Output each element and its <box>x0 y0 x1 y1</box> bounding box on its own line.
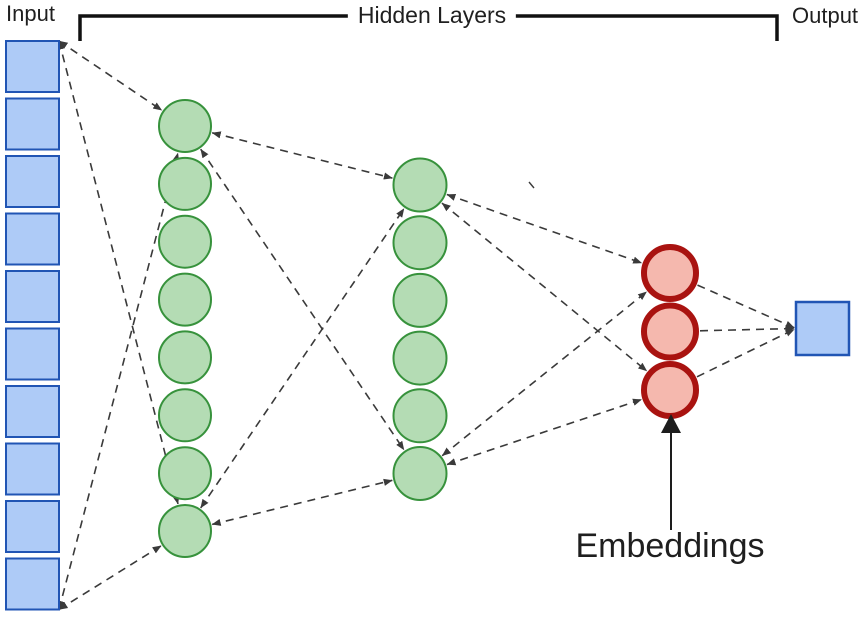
embeddings-label: Embeddings <box>575 527 765 565</box>
embedding-node <box>641 361 699 419</box>
connection-line <box>441 202 648 372</box>
hidden2-node <box>392 446 448 501</box>
connection-line <box>57 40 180 505</box>
input-node <box>5 212 60 266</box>
connection-line <box>200 148 405 451</box>
connection-line <box>699 325 795 333</box>
connection-line <box>211 131 393 180</box>
hidden1-node <box>158 388 212 443</box>
input-node <box>5 40 60 93</box>
hidden1-node <box>158 156 212 211</box>
hidden1-node <box>158 330 212 385</box>
output-node <box>794 300 851 357</box>
connection-line <box>57 152 180 610</box>
connection-line <box>446 193 643 264</box>
hidden2-node <box>392 272 448 328</box>
connection-line <box>446 398 642 466</box>
connection-line <box>211 478 393 526</box>
embedding-node <box>641 244 699 302</box>
input-node <box>5 327 60 381</box>
input-node <box>5 557 60 611</box>
hidden1-node <box>158 504 212 558</box>
input-node <box>5 500 60 553</box>
input-node <box>5 385 60 438</box>
connection-line <box>200 208 405 509</box>
hidden1-node <box>158 446 212 501</box>
input-node <box>5 155 60 208</box>
connection-line <box>696 328 795 378</box>
hidden-layers-label: Hidden Layers <box>347 2 517 30</box>
input-node <box>5 97 60 151</box>
hidden1-node <box>158 99 212 153</box>
embedding-node <box>641 302 699 361</box>
input-node <box>5 442 60 496</box>
input-node <box>5 270 60 323</box>
embeddings-arrow-head <box>661 414 681 433</box>
stray-tick-mark <box>528 181 535 189</box>
hidden2-node <box>392 388 448 444</box>
input-label: Input <box>6 1 55 26</box>
hidden2-node <box>392 330 448 386</box>
connection-line <box>697 284 795 329</box>
hidden2-node <box>392 215 448 271</box>
hidden1-node <box>158 272 212 327</box>
connection-line <box>58 545 162 611</box>
output-label: Output <box>792 3 859 28</box>
hidden2-node <box>392 157 448 213</box>
hidden1-node <box>158 214 212 269</box>
